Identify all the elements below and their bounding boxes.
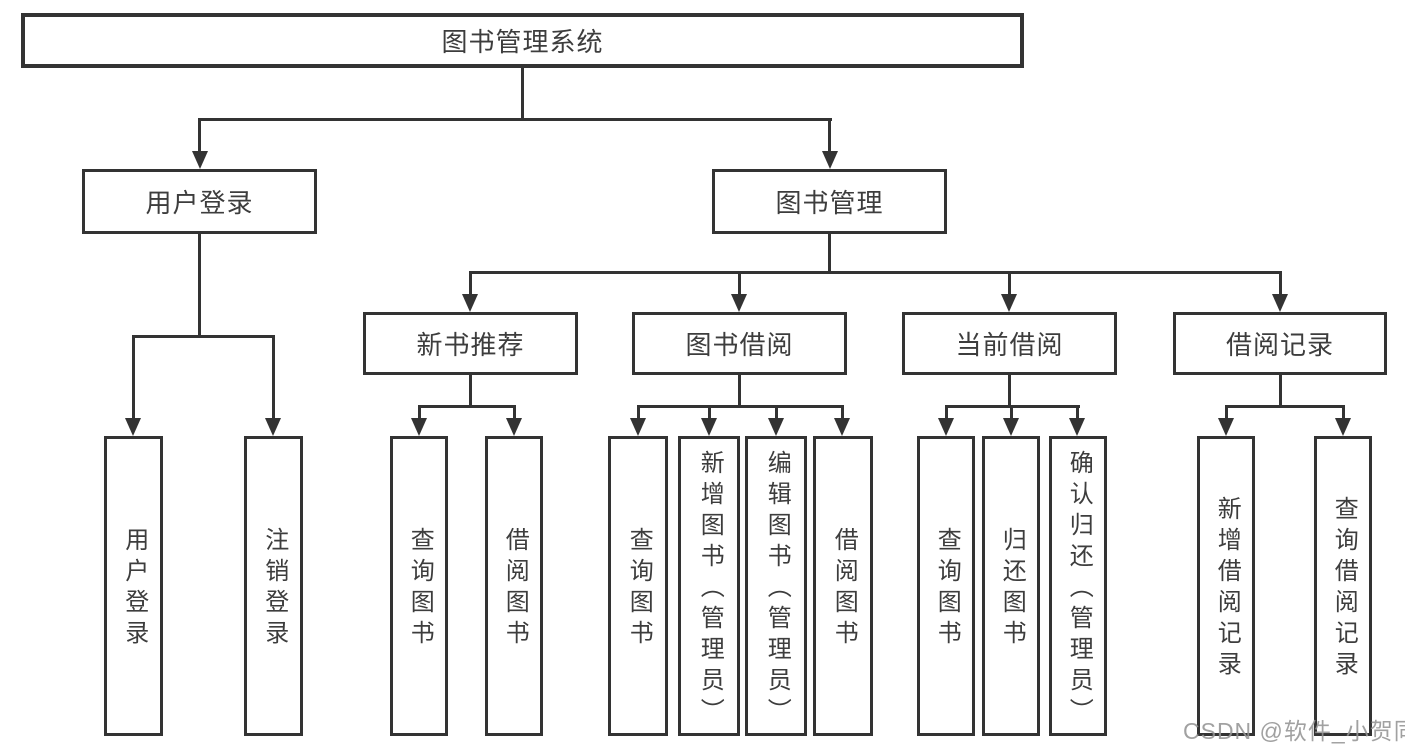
connector-drop-leaf	[637, 405, 640, 423]
connector-level3-splitter	[469, 271, 1282, 274]
leaf-edit-books-admin: 编辑图书（管理员）	[745, 436, 807, 736]
node-borrow-records: 借阅记录	[1173, 312, 1387, 375]
arrow-down-icon	[506, 418, 522, 436]
arrow-down-icon	[630, 418, 646, 436]
connector-drop-current	[1008, 271, 1011, 297]
connector-current-trunk	[1008, 375, 1011, 408]
connector-drop-recommend	[469, 271, 472, 297]
connector-user-login-splitter	[132, 335, 275, 338]
arrow-down-icon	[701, 418, 717, 436]
node-book-borrow: 图书借阅	[632, 312, 847, 375]
connector-records-splitter	[1225, 405, 1345, 408]
arrow-down-icon	[822, 151, 838, 169]
arrow-down-icon	[834, 418, 850, 436]
leaf-return-books: 归还图书	[982, 436, 1040, 736]
leaf-confirm-return-admin: 确认归还（管理员）	[1049, 436, 1107, 736]
connector-drop-user-login	[198, 118, 201, 154]
connector-drop-leaf	[841, 405, 844, 423]
arrow-down-icon	[768, 418, 784, 436]
leaf-query-books-borrow: 查询图书	[608, 436, 668, 736]
node-current-borrow: 当前借阅	[902, 312, 1117, 375]
connector-user-login-trunk	[198, 234, 201, 338]
arrow-down-icon	[1001, 294, 1017, 312]
arrow-down-icon	[192, 151, 208, 169]
connector-drop-leaf	[945, 405, 948, 423]
node-book-management: 图书管理	[712, 169, 947, 234]
arrow-down-icon	[411, 418, 427, 436]
connector-drop-leaf	[132, 335, 135, 422]
leaf-borrow-books-recommend: 借阅图书	[485, 436, 543, 736]
connector-records-trunk	[1279, 375, 1282, 408]
connector-drop-leaf	[272, 335, 275, 422]
connector-recommend-splitter	[418, 405, 516, 408]
connector-drop-leaf	[708, 405, 711, 423]
connector-level1-splitter	[198, 118, 832, 121]
connector-borrow-trunk	[738, 375, 741, 408]
arrow-down-icon	[1218, 418, 1234, 436]
connector-drop-leaf	[1076, 405, 1079, 423]
connector-book-mgmt-trunk	[828, 234, 831, 274]
connector-drop-borrow	[738, 271, 741, 297]
arrow-down-icon	[1335, 418, 1351, 436]
connector-drop-leaf	[1010, 405, 1013, 423]
connector-drop-leaf	[775, 405, 778, 423]
leaf-logout: 注销登录	[244, 436, 303, 736]
connector-drop-book-mgmt	[828, 118, 831, 154]
connector-borrow-splitter	[637, 405, 844, 408]
leaf-query-books-recommend: 查询图书	[390, 436, 448, 736]
arrow-down-icon	[1003, 418, 1019, 436]
connector-drop-records	[1279, 271, 1282, 297]
node-user-login: 用户登录	[82, 169, 317, 234]
leaf-user-login: 用户登录	[104, 436, 163, 736]
connector-drop-leaf	[513, 405, 516, 423]
leaf-query-borrow-record: 查询借阅记录	[1314, 436, 1372, 736]
arrow-down-icon	[125, 418, 141, 436]
connector-drop-leaf	[1225, 405, 1228, 423]
watermark: CSDN @软件_小贺同学	[1183, 718, 1405, 744]
connector-drop-leaf	[1342, 405, 1345, 423]
arrow-down-icon	[1069, 418, 1085, 436]
arrow-down-icon	[938, 418, 954, 436]
leaf-add-borrow-record: 新增借阅记录	[1197, 436, 1255, 736]
node-root: 图书管理系统	[21, 13, 1024, 68]
leaf-query-books-current: 查询图书	[917, 436, 975, 736]
arrow-down-icon	[462, 294, 478, 312]
leaf-add-books-admin: 新增图书（管理员）	[678, 436, 740, 736]
node-new-book-recommend: 新书推荐	[363, 312, 578, 375]
arrow-down-icon	[265, 418, 281, 436]
arrow-down-icon	[1272, 294, 1288, 312]
connector-drop-leaf	[418, 405, 421, 423]
arrow-down-icon	[731, 294, 747, 312]
connector-recommend-trunk	[469, 375, 472, 408]
leaf-borrow-books: 借阅图书	[813, 436, 873, 736]
connector-root-trunk	[521, 68, 524, 118]
